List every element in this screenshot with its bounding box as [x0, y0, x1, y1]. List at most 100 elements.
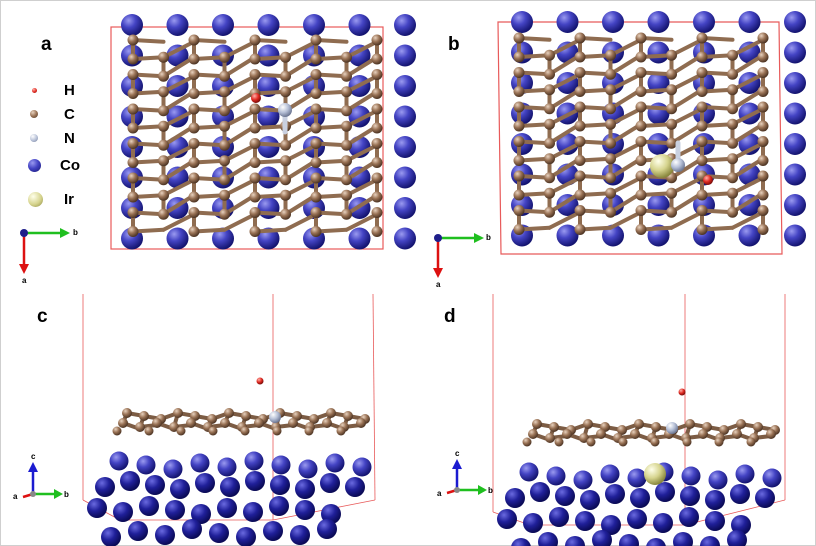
axis-indicator-b — [433, 233, 484, 278]
legend-label: Co — [60, 156, 80, 174]
carbon-atom — [757, 51, 769, 63]
cobalt-atom — [348, 14, 371, 36]
carbon-atom — [310, 225, 322, 237]
cobalt-atom — [705, 490, 725, 510]
cobalt-atom — [394, 75, 416, 97]
cobalt-atom — [549, 507, 569, 527]
carbon-atom — [272, 426, 282, 436]
carbon-atom — [757, 170, 769, 182]
bond — [730, 106, 765, 127]
cobalt-atom — [647, 11, 670, 33]
carbon-atom — [574, 205, 586, 216]
carbon-atom — [605, 172, 616, 184]
carbon-atom — [757, 85, 769, 97]
cobalt-atom — [345, 477, 365, 497]
carbon-atom — [326, 408, 336, 418]
cobalt-atom — [394, 14, 416, 36]
carbon-atom — [757, 154, 769, 166]
carbon-atom — [605, 103, 616, 115]
legend-label: H — [64, 81, 75, 99]
carbon-atom — [635, 101, 647, 113]
cobalt-atom — [101, 527, 121, 546]
carbon-atom — [757, 32, 769, 44]
cobalt-atom — [195, 473, 215, 493]
bond — [344, 177, 379, 198]
carbon-atom — [118, 418, 128, 428]
carbon-atom — [371, 191, 383, 203]
carbon-atom — [544, 103, 555, 115]
bond — [547, 210, 582, 230]
legend-item-ir: Ir — [28, 187, 74, 211]
carbon-atom — [513, 170, 525, 182]
carbon-atom — [634, 419, 644, 429]
axis-label-a: a — [13, 492, 18, 501]
carbon-atom — [241, 411, 251, 421]
carbon-atom — [554, 437, 564, 447]
carbon-atom — [666, 103, 677, 115]
carbon-atom — [719, 425, 729, 435]
carbon-atom — [135, 422, 145, 432]
carbon-atom — [127, 191, 139, 203]
carbon-atom — [240, 426, 250, 436]
carbon-atom — [583, 419, 593, 429]
legend-label: C — [64, 105, 75, 123]
carbon-atom — [341, 120, 352, 132]
carbon-atom — [513, 205, 525, 216]
carbon-atom — [666, 118, 677, 130]
carbon-atom — [144, 426, 154, 436]
carbon-atom — [605, 187, 616, 199]
carbon-atom — [574, 51, 586, 63]
unit-cell-b — [497, 21, 783, 255]
carbon-atom — [336, 426, 346, 436]
carbon-atom — [698, 429, 708, 439]
bond — [547, 37, 582, 58]
cobalt-atom — [627, 509, 647, 529]
cobalt-atom — [605, 484, 625, 504]
cobalt-atom — [166, 227, 189, 250]
carbon-atom — [766, 429, 776, 439]
bond — [222, 177, 257, 198]
cobalt-atom — [575, 511, 595, 531]
cobalt-atom — [784, 163, 806, 186]
cobalt-atom — [212, 227, 234, 250]
cobalt-atom — [298, 459, 318, 479]
cobalt-atom — [647, 41, 670, 64]
bond — [222, 143, 257, 163]
carbon-atom — [727, 49, 738, 61]
carbon-atom — [513, 67, 525, 78]
carbon-atom — [249, 156, 261, 168]
carbon-atom — [186, 418, 196, 428]
cobalt-atom — [680, 486, 700, 506]
cobalt-atom — [602, 224, 624, 247]
cobalt-atom — [755, 488, 775, 508]
carbon-atom — [310, 34, 322, 46]
cobalt-atom — [705, 511, 725, 531]
carbon-atom — [158, 189, 169, 201]
carbon-atom — [579, 433, 589, 443]
cobalt-atom — [163, 459, 183, 479]
carbon-atom — [322, 418, 332, 428]
carbon-atom — [188, 138, 200, 149]
carbon-atom — [635, 67, 647, 78]
carbon-atom — [371, 34, 383, 46]
cobalt-atom — [166, 14, 189, 36]
carbon-atom — [682, 437, 692, 447]
legend-label: Ir — [64, 190, 75, 208]
carbon-atom — [549, 422, 559, 432]
carbon-atom — [371, 172, 383, 184]
carbon-atom — [122, 408, 132, 418]
axis-label-b: b — [488, 486, 493, 495]
carbon-atom — [513, 32, 525, 44]
axis-label-b: b — [64, 490, 69, 499]
carbon-atom — [188, 103, 200, 115]
legend-item-co: Co — [28, 153, 80, 177]
carbon-atom — [732, 429, 742, 439]
carbon-atom — [280, 174, 291, 186]
cobalt-atom — [295, 500, 315, 520]
carbon-atom — [562, 429, 572, 439]
carbon-atom — [158, 120, 169, 132]
cobalt-atom — [166, 166, 189, 189]
carbon-atom — [219, 139, 230, 151]
bond — [547, 175, 582, 196]
carbon-atom — [544, 172, 555, 184]
